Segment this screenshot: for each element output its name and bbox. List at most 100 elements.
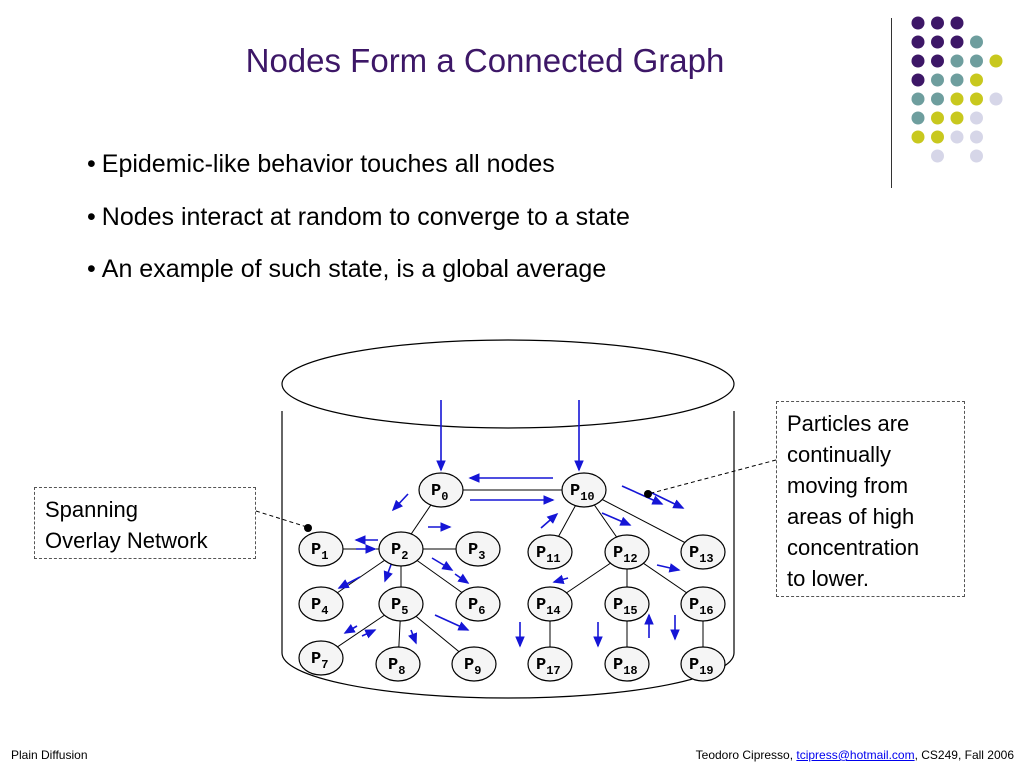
node-ellipse	[680, 646, 726, 682]
bullet-text: An example of such state, is a global av…	[101, 255, 607, 283]
callout-line: areas of high	[787, 504, 915, 529]
decorative-dot	[931, 111, 944, 125]
node-ellipse	[680, 534, 726, 570]
decorative-dot	[970, 73, 983, 87]
left-callout-leader	[255, 510, 308, 528]
slide-title: Nodes Form a Connected Graph	[245, 42, 725, 79]
decorative-dot	[970, 149, 983, 163]
callout-line: to lower.	[787, 566, 869, 591]
decorative-dot	[911, 54, 925, 68]
right-callout-leader	[647, 459, 777, 495]
flow-arrow	[408, 629, 418, 645]
decorative-dot	[931, 130, 944, 144]
node-ellipse	[298, 531, 344, 567]
decorative-dot	[911, 16, 925, 30]
bullet-3: •An example of such state, is a global a…	[87, 255, 606, 284]
bullet-2: •Nodes interact at random to converge to…	[87, 203, 630, 232]
node-ellipse	[375, 646, 421, 682]
node-p19: P19	[680, 646, 726, 682]
bullet-text: Epidemic-like behavior touches all nodes	[101, 150, 555, 178]
node-ellipse	[561, 472, 607, 508]
node-p2: P2	[378, 531, 424, 567]
callout-line: Spanning	[45, 497, 138, 522]
footer-right: Teodoro Cipresso, tcipress@hotmail.com, …	[696, 748, 1014, 762]
footer-left: Plain Diffusion	[11, 748, 88, 762]
decorative-dot	[950, 92, 964, 106]
decorative-dot	[950, 111, 964, 125]
decorative-dot	[970, 54, 983, 68]
decorative-dot	[970, 130, 983, 144]
spanning-overlay-callout: Spanning Overlay Network	[34, 487, 256, 559]
flow-arrow	[343, 624, 358, 634]
flow-arrow	[383, 561, 393, 583]
node-p0: P0	[418, 472, 464, 508]
footer-author: Teodoro Cipresso,	[695, 748, 797, 762]
decorative-dot	[911, 111, 925, 125]
decorative-dot	[970, 111, 983, 125]
node-p8: P8	[375, 646, 421, 682]
node-ellipse	[527, 646, 573, 682]
node-p14: P14	[527, 586, 573, 622]
cylinder-top	[281, 339, 735, 429]
node-ellipse	[455, 586, 501, 622]
bullet-text: Nodes interact at random to converge to …	[101, 203, 630, 231]
node-p6: P6	[455, 586, 501, 622]
callout-line: Particles are	[787, 411, 910, 436]
callout-line: concentration	[787, 535, 920, 560]
decorative-dot	[950, 35, 964, 49]
decorative-dot	[950, 130, 964, 144]
node-p13: P13	[680, 534, 726, 570]
cylinder-body	[281, 411, 735, 699]
node-ellipse	[378, 531, 424, 567]
flow-arrow	[656, 563, 681, 573]
decorative-dot	[989, 54, 1003, 68]
node-p7: P7	[298, 640, 344, 676]
decorative-dot	[931, 149, 944, 163]
particles-callout: Particles are continually moving from ar…	[776, 401, 965, 597]
node-p5: P5	[378, 586, 424, 622]
footer-email-link[interactable]: tcipress@hotmail.com	[796, 748, 915, 762]
node-ellipse	[298, 640, 344, 676]
graph-edge	[583, 489, 704, 553]
decorative-dot	[989, 92, 1003, 106]
node-p1: P1	[298, 531, 344, 567]
flow-arrow	[552, 574, 569, 584]
node-p16: P16	[680, 586, 726, 622]
callout-line: continually	[787, 442, 891, 467]
flow-arrow	[601, 512, 632, 526]
node-p3: P3	[455, 531, 501, 567]
node-p18: P18	[604, 646, 650, 682]
node-p17: P17	[527, 646, 573, 682]
node-ellipse	[378, 586, 424, 622]
decorative-dot	[931, 16, 944, 30]
flow-arrow	[391, 493, 409, 512]
flow-arrow	[434, 614, 470, 631]
footer-course: , CS249, Fall 2006	[914, 748, 1014, 762]
decorative-dot	[911, 35, 925, 49]
node-p12: P12	[604, 534, 650, 570]
flow-arrow	[361, 629, 377, 639]
decorative-dot	[911, 73, 925, 87]
node-p15: P15	[604, 586, 650, 622]
left-callout-anchor-dot	[304, 524, 312, 532]
decorative-dot	[931, 54, 944, 68]
decorative-dot	[950, 73, 964, 87]
node-ellipse	[527, 586, 573, 622]
node-ellipse	[455, 531, 501, 567]
decorative-dot	[970, 35, 983, 49]
bullet-marker: •	[87, 255, 96, 283]
node-ellipse	[604, 586, 650, 622]
node-ellipse	[604, 646, 650, 682]
node-ellipse	[418, 472, 464, 508]
decorative-dot	[950, 54, 964, 68]
node-ellipse	[680, 586, 726, 622]
decorative-dot	[931, 73, 944, 87]
node-p4: P4	[298, 586, 344, 622]
decorative-dot	[950, 16, 964, 30]
node-ellipse	[451, 646, 497, 682]
flow-arrow	[454, 573, 470, 584]
flow-arrow	[337, 576, 361, 589]
decorative-dot	[931, 92, 944, 106]
decorative-dot	[911, 92, 925, 106]
